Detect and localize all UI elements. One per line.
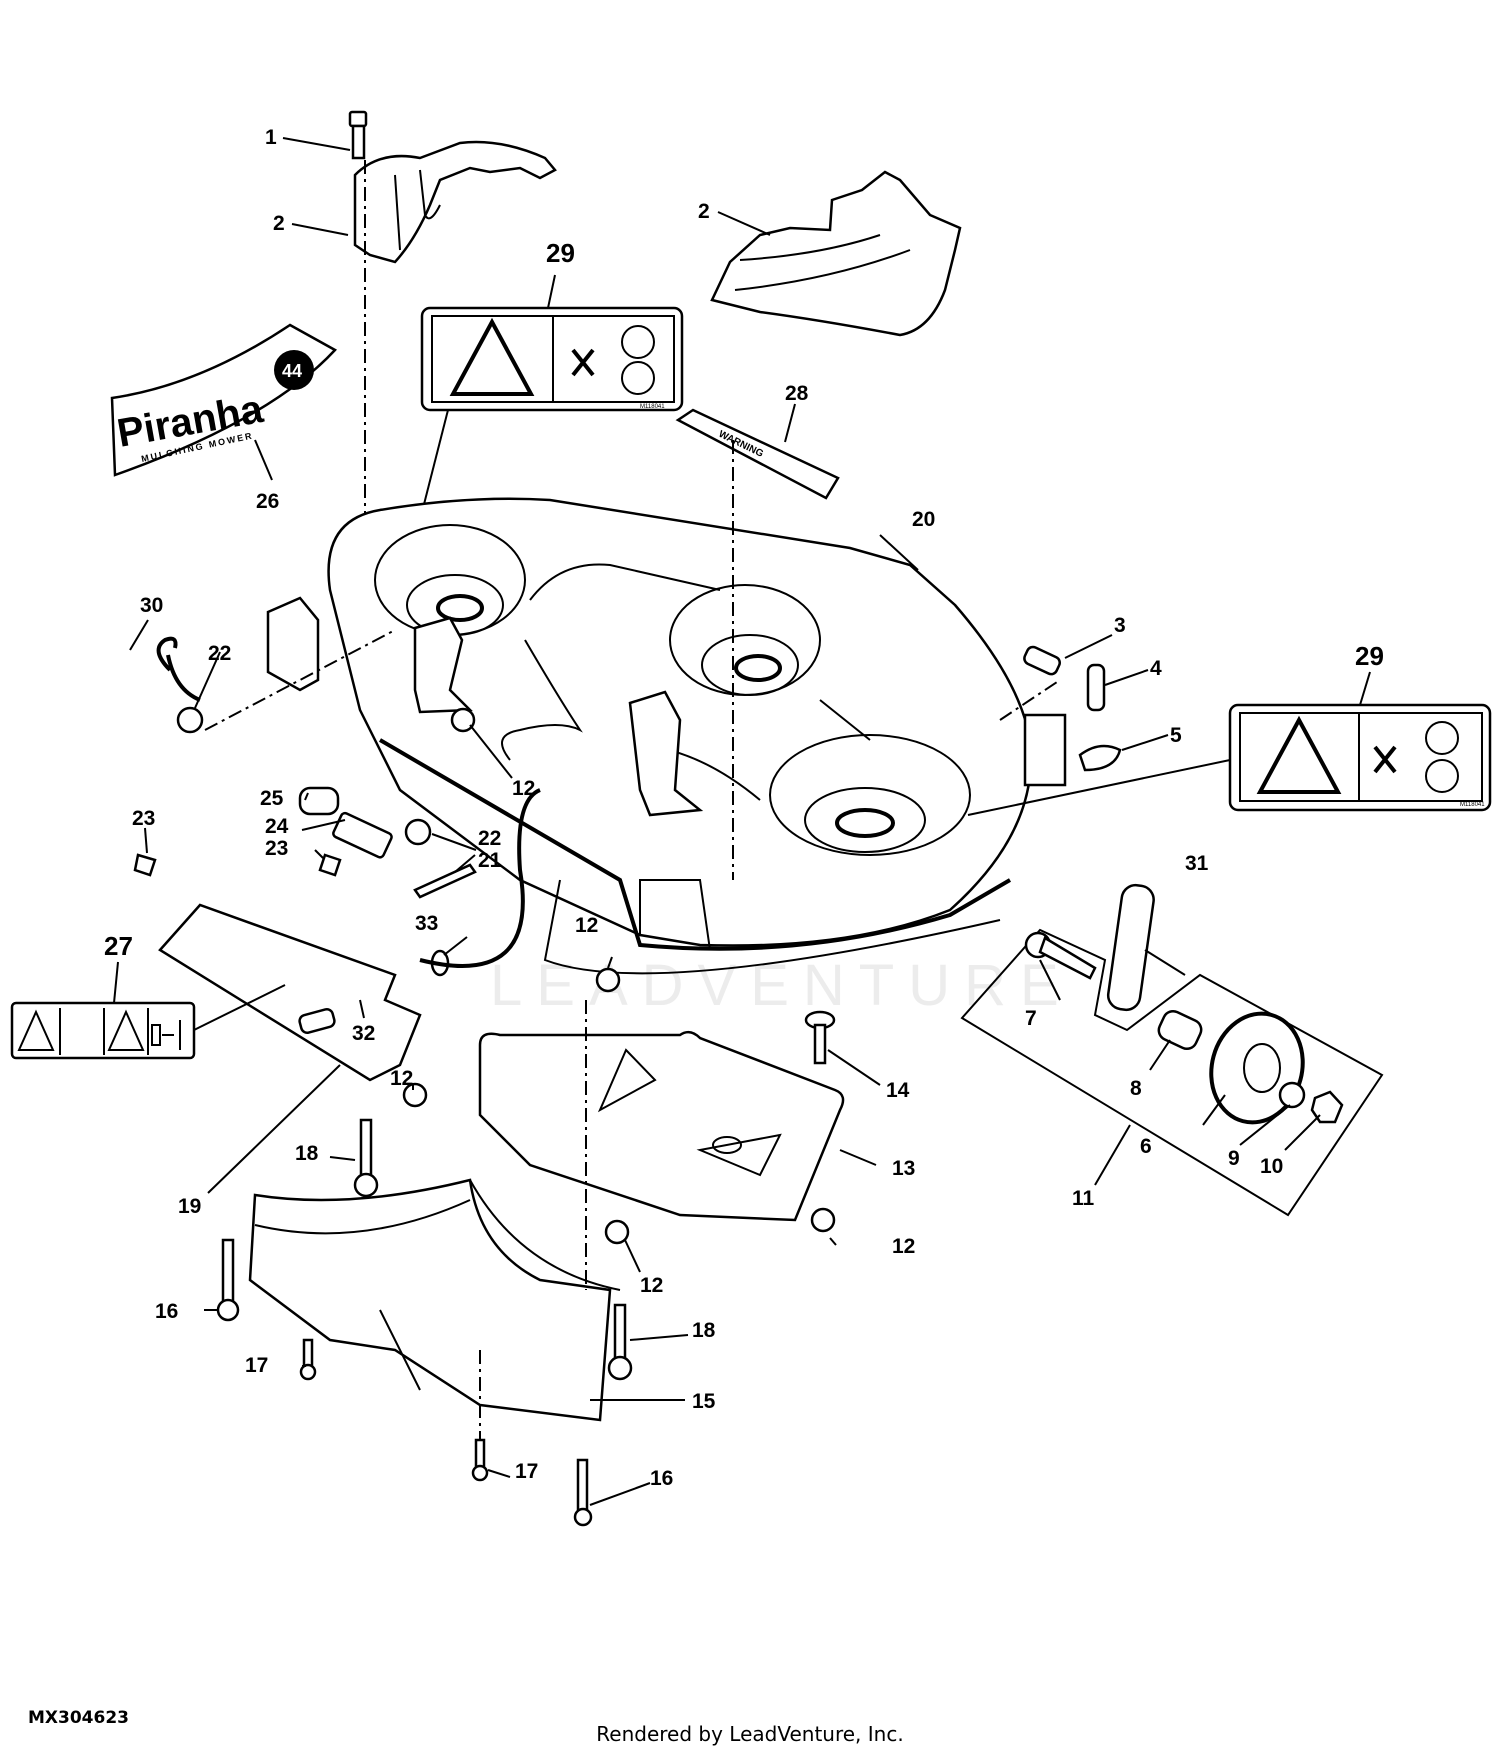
callout-10: 10: [1260, 1155, 1283, 1178]
callout-12-a: 12: [512, 777, 535, 800]
callout-15: 15: [692, 1390, 716, 1413]
mulching-plate-13: [478, 1030, 845, 1222]
callout-12-b: 12: [575, 914, 598, 937]
callout-17-b: 17: [515, 1460, 538, 1483]
callout-22-left: 22: [208, 642, 231, 665]
callout-31: 31: [1185, 852, 1209, 875]
callout-23-b: 23: [265, 837, 288, 860]
callout-11: 11: [1072, 1187, 1095, 1210]
callout-2-right: 2: [698, 200, 710, 223]
leader-lines: [129, 137, 1321, 1506]
right-discharge-deflector: [710, 170, 962, 337]
callout-16-b: 16: [650, 1467, 673, 1490]
decal-code: M118041: [640, 404, 665, 410]
safety-label-29-top: M118041: [420, 306, 684, 412]
callout-14: 14: [886, 1079, 910, 1102]
figure-id: MX304623: [28, 1708, 129, 1728]
callout-29-top: 29: [546, 238, 575, 268]
front-rod: [378, 738, 1012, 951]
callout-9: 9: [1228, 1147, 1240, 1170]
watermark: LEADVENTURE: [490, 953, 1073, 1018]
callout-12-e: 12: [892, 1235, 915, 1258]
callout-5: 5: [1170, 724, 1182, 747]
callout-32: 32: [352, 1022, 375, 1045]
callout-18-a: 18: [295, 1142, 319, 1165]
callout-29-right: 29: [1355, 641, 1384, 671]
callout-18-b: 18: [692, 1319, 716, 1342]
gauge-wheel-kit: [960, 883, 1384, 1217]
bolt-7: [1024, 931, 1097, 980]
callout-13: 13: [892, 1157, 915, 1180]
callout-27: 27: [104, 931, 133, 961]
decal-code-right: M118041: [1460, 802, 1485, 808]
callout-8: 8: [1130, 1077, 1142, 1100]
cover-plate-19: [158, 903, 422, 1082]
callout-17-a: 17: [245, 1354, 268, 1377]
callout-24: 24: [265, 815, 289, 838]
piranha-badge: 44: [282, 361, 302, 381]
lift-rod: [419, 788, 541, 968]
callout-23-a: 23: [132, 807, 155, 830]
callout-30: 30: [140, 594, 163, 617]
callout-7: 7: [1025, 1007, 1037, 1030]
hose-30: [156, 636, 201, 702]
carriage-bolt-14: [804, 1010, 836, 1065]
cap-screw-1: [348, 110, 368, 160]
callout-4: 4: [1150, 657, 1162, 680]
callout-12-c: 12: [390, 1067, 413, 1090]
callout-3: 3: [1114, 614, 1126, 637]
render-credit: Rendered by LeadVenture, Inc.: [596, 1722, 904, 1746]
left-discharge-deflector: [353, 140, 557, 264]
callout-28: 28: [785, 382, 809, 405]
callout-26: 26: [256, 490, 279, 513]
callout-2-left: 2: [273, 212, 285, 235]
bolts-16-17-18: [216, 1118, 633, 1527]
safety-label-27: [10, 1001, 196, 1060]
nuts-12: [402, 707, 836, 1245]
left-hanger-bracket: [266, 596, 704, 817]
callout-6: 6: [1140, 1135, 1152, 1158]
callout-25: 25: [260, 787, 284, 810]
callout-16-a: 16: [155, 1300, 178, 1323]
callouts: 1 2 2 3 4 5 6 7 8 9 10 11 12 12 12 12 12…: [104, 126, 1384, 1490]
warning-label-28: WARNING: [675, 408, 840, 500]
callout-33: 33: [415, 912, 438, 935]
pin-and-clips: [1023, 645, 1122, 787]
callout-1: 1: [265, 126, 277, 149]
safety-label-29-right: M118041: [1228, 703, 1492, 812]
washer-22-left: [176, 706, 204, 734]
callout-21: 21: [478, 849, 502, 872]
callout-19: 19: [178, 1195, 201, 1218]
callout-20: 20: [912, 508, 935, 531]
piranha-decal: Piranha MULCHING MOWER 44: [110, 323, 338, 477]
callout-12-d: 12: [640, 1274, 663, 1297]
callout-22-mid: 22: [478, 827, 501, 850]
baffle-15: [248, 1178, 621, 1422]
